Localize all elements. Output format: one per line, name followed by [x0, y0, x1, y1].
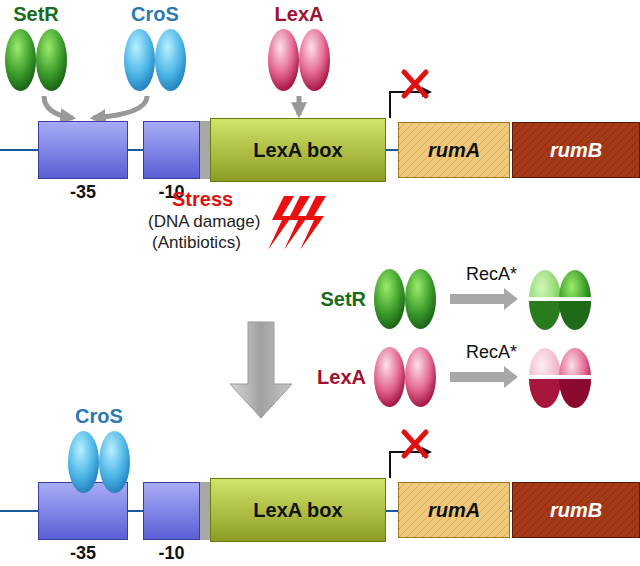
protein-subunit: [99, 431, 130, 493]
dimer-shape: [124, 28, 186, 92]
box-fill: [211, 479, 386, 542]
position-label: -10: [158, 543, 184, 564]
cleaved-lexa: [526, 348, 594, 408]
protein-subunit: [155, 29, 186, 91]
box-label: rumA: [428, 499, 480, 522]
protein-subunit: [299, 29, 330, 91]
protein-dimer: LexA: [268, 28, 330, 92]
box-shape: [143, 121, 200, 179]
position-label: -35: [70, 543, 96, 564]
dimer-shape: [5, 28, 67, 92]
box-label: rumB: [550, 139, 602, 162]
protein-label: CroS: [131, 3, 179, 26]
box-fill: [39, 483, 128, 540]
spacer-segment: [199, 121, 211, 179]
box-fill: [513, 123, 640, 178]
dna-element-box: rumB: [512, 122, 640, 178]
annotation-label: Stress: [172, 188, 233, 211]
dna-element-box: rumB: [512, 482, 640, 538]
protein-label: SetR: [13, 3, 59, 26]
cleavage-arrow: [450, 288, 518, 388]
protein-label: LexA: [317, 366, 366, 389]
protein-subunit: [268, 29, 299, 91]
box-label: LexA box: [253, 499, 342, 522]
annotation-label: (DNA damage): [148, 212, 260, 232]
box-shape: [38, 121, 128, 179]
protein-subunit: [374, 347, 405, 407]
protein-subunit: [124, 29, 155, 91]
protein-subunit: [5, 29, 36, 91]
lightning-bolt: [268, 196, 326, 250]
box-fill: [211, 119, 386, 182]
protein-subunit: [405, 347, 436, 407]
protein-subunit: [36, 29, 67, 91]
protein-subunit: [68, 431, 99, 493]
box-fill: [144, 483, 200, 540]
protein-label: LexA: [275, 3, 324, 26]
spacer-segment: [199, 482, 211, 540]
dna-element-box: LexA box: [210, 118, 386, 182]
box-fill: [399, 483, 510, 538]
protein-dimer: SetR: [374, 268, 436, 330]
binding-arrow: [297, 96, 302, 115]
box-shape: [143, 482, 200, 540]
box-fill: [399, 123, 510, 178]
cleaved-setr: [526, 270, 594, 330]
protein-dimer: SetR: [5, 28, 67, 92]
protein-subunit: [405, 269, 436, 329]
binding-arrow: [93, 96, 147, 118]
box-label: rumB: [550, 499, 602, 522]
box-fill: [144, 122, 200, 179]
protein-label: SetR: [320, 288, 366, 311]
dna-element-box: -35: [38, 121, 128, 179]
protein-dimer: CroS: [124, 28, 186, 92]
protein-dimer: CroS: [68, 430, 130, 494]
annotation-label: RecA*: [466, 342, 517, 363]
dimer-shape: [374, 268, 436, 330]
binding-arrow: [44, 96, 73, 118]
dna-element-box: -10: [143, 121, 200, 179]
dimer-shape: [68, 430, 130, 494]
protein-label: CroS: [75, 405, 123, 428]
box-fill: [39, 122, 128, 179]
dna-element-box: -10: [143, 482, 200, 540]
annotation-label: RecA*: [466, 264, 517, 285]
box-fill: [513, 483, 640, 538]
dimer-shape: [374, 346, 436, 408]
protein-dimer: LexA: [374, 346, 436, 408]
protein-subunit: [374, 269, 405, 329]
dna-element-box: rumA: [398, 122, 510, 178]
transition-arrow: [230, 322, 292, 418]
dimer-shape: [268, 28, 330, 92]
box-label: LexA box: [253, 139, 342, 162]
annotation-label: (Antibiotics): [152, 233, 241, 253]
dna-element-box: LexA box: [210, 478, 386, 542]
position-label: -35: [70, 182, 96, 203]
dna-element-box: rumA: [398, 482, 510, 538]
box-label: rumA: [428, 139, 480, 162]
